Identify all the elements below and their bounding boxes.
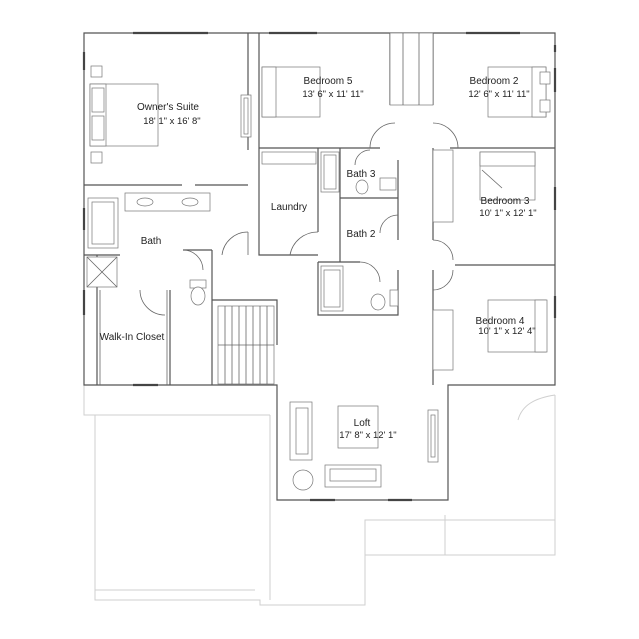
walkin-closet-name: Walk-In Closet	[100, 332, 165, 343]
stairs	[217, 305, 275, 385]
doors	[139, 122, 459, 316]
loft-name: Loft	[354, 418, 371, 429]
bedroom4-dims: 10' 1" x 12' 4"	[478, 326, 535, 337]
open-to-below	[389, 32, 434, 106]
bedroom5-dims: 13' 6" x 11' 11"	[302, 89, 363, 100]
bedroom5-name: Bedroom 5	[304, 76, 353, 87]
fixtures	[86, 32, 551, 491]
bedroom2-dims: 12' 6" x 11' 11"	[468, 89, 529, 100]
bath2-name: Bath 2	[347, 229, 376, 240]
owners-suite-name: Owner's Suite	[137, 102, 199, 113]
room-labels: Owner's Suite 18' 1" x 16' 8" Bedroom 5 …	[100, 76, 537, 441]
lower-level-outline	[83, 385, 556, 606]
owners-suite-dims: 18' 1" x 16' 8"	[143, 116, 200, 127]
bedroom3-name: Bedroom 3	[481, 196, 530, 207]
bath-name: Bath	[141, 236, 162, 247]
bedroom2-name: Bedroom 2	[470, 76, 519, 87]
bedroom3-dims: 10' 1" x 12' 1"	[479, 208, 536, 219]
vanity	[124, 192, 211, 212]
bedroom4-name: Bedroom 4	[476, 316, 525, 327]
toilet	[190, 286, 206, 306]
loft-rug	[337, 405, 379, 449]
loft-dims: 17' 8" x 12' 1"	[339, 430, 396, 441]
loft-table	[292, 469, 314, 491]
laundry-name: Laundry	[271, 202, 307, 213]
bath3-name: Bath 3	[347, 169, 376, 180]
windows	[82, 31, 557, 502]
